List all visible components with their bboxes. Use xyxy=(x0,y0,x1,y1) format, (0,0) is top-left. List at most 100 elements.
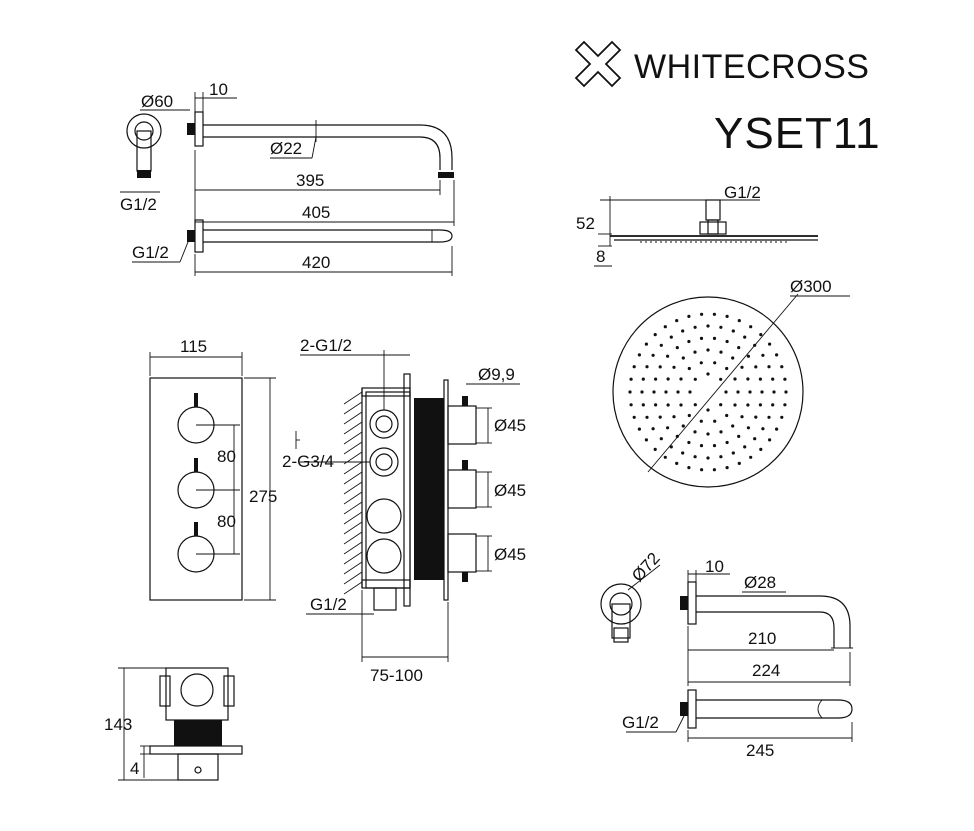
nozzle-dot xyxy=(629,377,633,381)
nozzle-dot xyxy=(706,456,710,460)
nozzle-dot xyxy=(632,365,636,369)
nozzle-dot xyxy=(651,427,655,431)
nozzle-dot xyxy=(724,390,728,394)
nozzle-dot xyxy=(659,437,663,441)
nozzle-dot xyxy=(637,427,642,431)
head-height: 52 xyxy=(576,214,595,233)
nozzle-dot xyxy=(641,377,645,381)
nozzle-dot xyxy=(771,377,775,381)
spout-len-inner: 210 xyxy=(748,629,776,648)
nozzle-dot xyxy=(758,377,763,381)
nozzle-dot xyxy=(725,339,729,344)
hatch-line xyxy=(343,471,363,485)
nozzle-dot xyxy=(725,440,729,445)
nozzle-dot xyxy=(748,390,752,394)
arm-flange-thk: 10 xyxy=(209,80,228,99)
nozzle-dot xyxy=(663,455,667,459)
head-thread: G1/2 xyxy=(724,183,761,202)
hatch-line xyxy=(343,581,363,595)
hatch-line xyxy=(343,411,363,425)
nozzle-dot xyxy=(675,319,679,323)
nozzle-dot xyxy=(676,390,680,394)
nozzle-dot xyxy=(687,339,691,344)
shower-arm-drawing: Ø60 10 Ø22 395 405 G1/2 xyxy=(120,80,455,226)
nozzle-dot xyxy=(687,413,691,418)
nozzle-dot xyxy=(693,325,697,329)
nozzle-dot xyxy=(629,403,633,407)
shower-head-side: G1/2 52 8 xyxy=(576,183,818,267)
hatch-line xyxy=(343,461,363,475)
brand-name: WHITECROSS xyxy=(634,48,869,86)
nozzle-dot xyxy=(675,346,679,350)
nozzle-dot xyxy=(699,361,703,365)
spout-side-length: 245 xyxy=(746,741,774,760)
nozzle-dot xyxy=(681,329,685,333)
arm-flange-dia: Ø60 xyxy=(141,92,173,111)
nozzle-dot xyxy=(663,325,667,329)
nozzle-dot xyxy=(706,408,710,412)
spout-drawing: Ø72 10 Ø28 210 224 xyxy=(600,549,853,686)
nozzle-dot xyxy=(783,403,787,407)
spout-side-thread: G1/2 xyxy=(622,713,659,732)
cross-logo-icon xyxy=(574,40,622,88)
nozzle-dot xyxy=(687,466,691,470)
nozzle-dot xyxy=(672,415,676,419)
spout-len-outer: 224 xyxy=(752,661,780,680)
nozzle-dot xyxy=(693,377,697,381)
nozzle-dot xyxy=(637,353,642,357)
nozzle-dot xyxy=(675,461,679,465)
arm-side-drawing: G1/2 420 xyxy=(132,219,453,276)
spout-side-drawing: G1/2 245 xyxy=(622,689,853,760)
panel-height: 275 xyxy=(249,487,277,506)
nozzle-dot xyxy=(767,365,771,369)
nozzle-dot xyxy=(672,365,676,369)
nozzle-dot xyxy=(761,427,765,431)
hatch-line xyxy=(343,441,363,455)
spout-flange-thk: 10 xyxy=(705,557,724,576)
valve-knob-3: Ø45 xyxy=(494,545,526,564)
nozzle-dot xyxy=(746,354,751,358)
nozzle-dot xyxy=(759,447,763,451)
hatch-line xyxy=(343,391,363,405)
nozzle-dot xyxy=(659,343,663,347)
nozzle-dot xyxy=(713,361,717,365)
nozzle-dot xyxy=(746,377,750,381)
nozzle-dot xyxy=(737,434,741,438)
front-panel-drawing: 115 275 80 80 xyxy=(149,337,277,601)
nozzle-dot xyxy=(725,366,729,371)
arm-len-inner: 395 xyxy=(296,171,324,190)
hatch-line xyxy=(343,421,363,435)
nozzle-dot xyxy=(775,353,779,357)
nozzle-dot xyxy=(679,403,683,407)
nozzle-dot xyxy=(725,314,729,318)
nozzle-dot xyxy=(653,447,657,451)
hatch-line xyxy=(343,491,363,505)
valve-knob-1: Ø45 xyxy=(494,416,526,435)
nozzle-dot xyxy=(693,350,697,354)
valve-side-drawing: 143 4 xyxy=(104,667,243,781)
nozzle-dot xyxy=(754,415,758,419)
nozzle-dot xyxy=(719,377,723,381)
nozzle-dot xyxy=(693,430,697,434)
nozzle-dot xyxy=(666,354,670,358)
nozzle-dot xyxy=(731,451,735,455)
nozzle-dot xyxy=(706,372,710,376)
valve-outlets-top: 2-G1/2 xyxy=(300,336,352,355)
nozzle-dot xyxy=(669,445,673,449)
nozzle-dot xyxy=(746,403,750,407)
valve-side-height: 143 xyxy=(104,715,132,734)
nozzle-dot xyxy=(719,325,723,329)
nozzle-dot xyxy=(706,432,710,436)
nozzle-dot xyxy=(712,444,717,448)
nozzle-dot xyxy=(688,390,692,394)
nozzle-dot xyxy=(749,455,753,459)
nozzle-dot xyxy=(731,424,735,428)
nozzle-dot xyxy=(669,335,673,339)
nozzle-dot xyxy=(652,390,656,394)
nozzle-dot xyxy=(733,377,737,381)
nozzle-dot xyxy=(666,377,670,381)
nozzle-dot xyxy=(768,342,772,346)
nozzle-dot xyxy=(725,466,729,470)
nozzle-dot xyxy=(706,348,710,352)
